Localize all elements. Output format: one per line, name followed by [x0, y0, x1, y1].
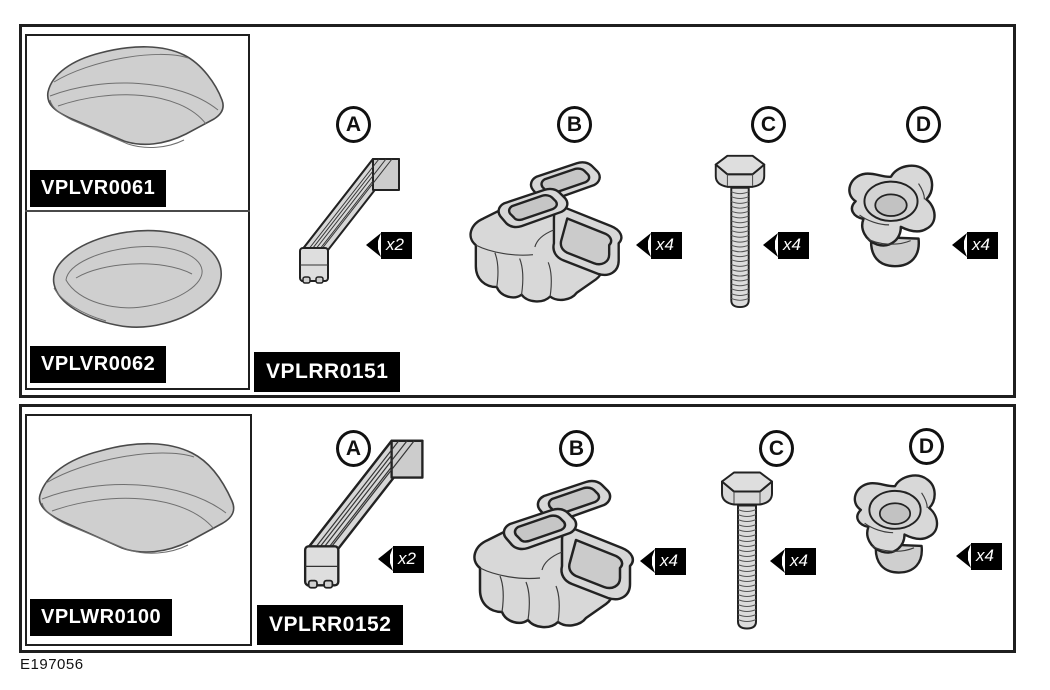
knob-illustration: [853, 474, 939, 574]
part-letter-badge: B: [557, 106, 592, 143]
part-letter-text: C: [760, 113, 777, 136]
quantity-text: x4: [655, 547, 686, 575]
clamp-illustration: [473, 479, 634, 629]
part-letter-badge: C: [759, 430, 794, 467]
quantity-arrow-badge: x4: [952, 231, 998, 259]
part-letter-text: D: [918, 435, 935, 458]
kit-code-label: VPLRR0151: [254, 352, 401, 392]
quantity-arrow-badge: x4: [636, 231, 682, 259]
quantity-text: x2: [393, 545, 424, 573]
product-code-label: VPLWR0100: [30, 599, 173, 636]
quantity-text: x4: [785, 547, 816, 575]
part-letter-badge: D: [909, 428, 944, 465]
rail-illustration: [303, 439, 424, 589]
arrow-left-icon: [366, 233, 381, 257]
quantity-text: x4: [971, 542, 1002, 570]
product-code-text: VPLWR0100: [41, 606, 162, 628]
product-divider: [25, 210, 250, 212]
product-code-text: VPLVR0061: [41, 177, 156, 199]
roof-box-0100-illustration: [38, 442, 235, 554]
part-letter-text: B: [568, 437, 585, 460]
part-letter-text: D: [915, 113, 932, 136]
figure-id: E197056: [20, 656, 84, 673]
arrow-left-icon: [956, 544, 971, 568]
arrow-left-icon: [640, 549, 655, 573]
roof-box-0062-illustration: [52, 229, 222, 328]
quantity-text: x2: [381, 231, 412, 259]
knob-illustration: [848, 164, 936, 268]
product-code-text: VPLVR0062: [41, 353, 156, 375]
quantity-arrow-badge: x4: [956, 542, 1002, 570]
part-letter-text: C: [768, 437, 785, 460]
rail-illustration: [299, 158, 400, 284]
quantity-arrow-badge: x4: [640, 547, 686, 575]
quantity-arrow-badge: x2: [366, 231, 412, 259]
quantity-arrow-badge: x4: [770, 547, 816, 575]
kit-code-text: VPLRR0152: [269, 613, 392, 636]
quantity-arrow-badge: x2: [378, 545, 424, 573]
part-letter-text: A: [345, 437, 362, 460]
bolt-illustration: [714, 154, 766, 309]
arrow-left-icon: [770, 549, 785, 573]
quantity-text: x4: [651, 231, 682, 259]
part-letter-text: B: [566, 113, 583, 136]
quantity-text: x4: [967, 231, 998, 259]
clamp-illustration: [469, 161, 623, 303]
roof-box-0061-illustration: [46, 46, 224, 148]
kit-code-label: VPLRR0152: [257, 605, 404, 645]
arrow-left-icon: [763, 233, 778, 257]
product-code-label: VPLVR0061: [30, 170, 167, 207]
arrow-left-icon: [952, 233, 967, 257]
quantity-arrow-badge: x4: [763, 231, 809, 259]
part-letter-badge: D: [906, 106, 941, 143]
arrow-left-icon: [636, 233, 651, 257]
part-letter-text: A: [345, 113, 362, 136]
arrow-left-icon: [378, 547, 393, 571]
kit-code-text: VPLRR0151: [266, 360, 389, 383]
quantity-text: x4: [778, 231, 809, 259]
part-letter-badge: A: [336, 106, 371, 143]
product-code-label: VPLVR0062: [30, 346, 167, 383]
bolt-illustration: [721, 471, 773, 630]
part-letter-badge: A: [336, 430, 371, 467]
part-letter-badge: B: [559, 430, 594, 467]
part-letter-badge: C: [751, 106, 786, 143]
